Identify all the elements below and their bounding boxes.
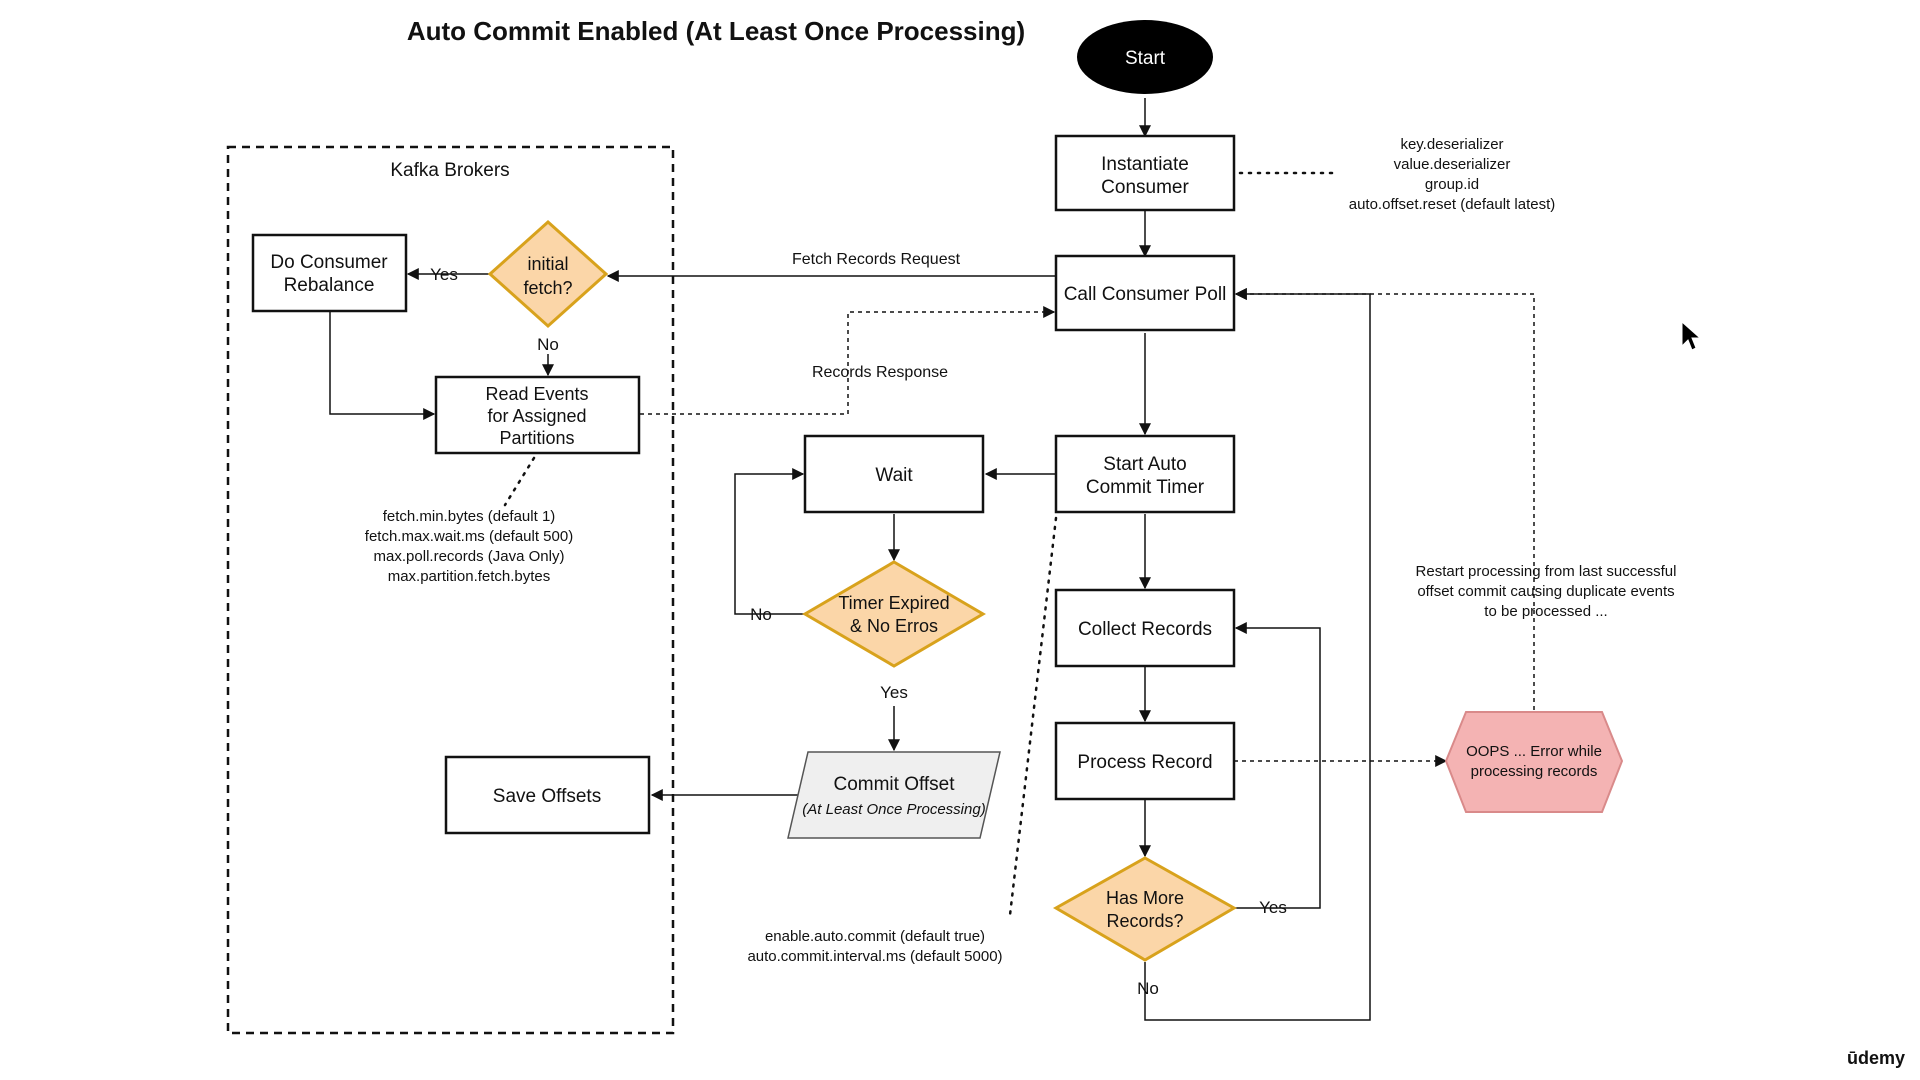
- timer-no-label: No: [750, 605, 772, 624]
- initial-fetch-yes-label: Yes: [430, 265, 458, 284]
- save-offsets-label: Save Offsets: [493, 786, 601, 807]
- start-auto-commit-timer-node: [1054, 434, 1236, 514]
- commit-offset-node: [787, 751, 1001, 839]
- consumer-config-line-3: group.id: [1425, 176, 1479, 193]
- has-more-records-decision: [1052, 856, 1238, 962]
- consumer-config-line-1: key.deserializer: [1400, 136, 1503, 153]
- has-more-label-1: Has More: [1106, 888, 1184, 908]
- fetch-records-request-label: Fetch Records Request: [792, 251, 961, 268]
- consumer-config-note: key.deserializer value.deserializer grou…: [1349, 136, 1556, 213]
- edge-error-restart: [1234, 288, 1535, 710]
- error-label-2: processing records: [1471, 763, 1598, 780]
- fetch-config-line-3: max.poll.records (Java Only): [374, 548, 565, 565]
- initial-fetch-label-2: fetch?: [523, 278, 572, 298]
- rebalance-label-1: Do Consumer: [270, 252, 388, 273]
- read-events-node: [434, 375, 641, 455]
- wait-node: [803, 434, 985, 514]
- edge-expired-no: [734, 468, 805, 615]
- commit-config-line-1: enable.auto.commit (default true): [765, 928, 985, 945]
- kafka-brokers-label: Kafka Brokers: [390, 160, 509, 181]
- start-timer-label-2: Commit Timer: [1086, 477, 1205, 498]
- commit-offset-label: Commit Offset: [833, 774, 955, 795]
- instantiate-consumer-node: [1054, 134, 1236, 212]
- start-node: [1077, 20, 1213, 94]
- diagram-title: Auto Commit Enabled (At Least Once Proce…: [407, 16, 1025, 46]
- restart-line-2: offset commit causing duplicate events: [1417, 583, 1674, 600]
- edge-rebalance-read: [329, 312, 436, 420]
- initial-fetch-no-label: No: [537, 335, 559, 354]
- commit-config-note: enable.auto.commit (default true) auto.c…: [747, 928, 1002, 965]
- rebalance-label-2: Rebalance: [284, 275, 375, 296]
- instantiate-consumer-label-2: Consumer: [1101, 177, 1189, 198]
- process-record-label: Process Record: [1077, 752, 1212, 773]
- initial-fetch-label-1: initial: [527, 254, 568, 274]
- call-consumer-poll-node: [1054, 254, 1236, 332]
- process-record-node: [1054, 721, 1236, 801]
- edge-records-response: [640, 306, 1056, 415]
- mouse-cursor-icon: [1681, 320, 1702, 351]
- fetch-config-note: fetch.min.bytes (default 1) fetch.max.wa…: [365, 508, 573, 585]
- processing-error-node: [1444, 711, 1624, 813]
- has-more-no-label: No: [1137, 979, 1159, 998]
- fetch-config-line-4: max.partition.fetch.bytes: [388, 568, 551, 585]
- edge-hasmore-yes: [1234, 622, 1321, 909]
- call-consumer-poll-label: Call Consumer Poll: [1064, 284, 1227, 305]
- records-response-label: Records Response: [812, 364, 948, 381]
- read-events-label-1: Read Events: [485, 384, 588, 404]
- collect-records-node: [1054, 588, 1236, 668]
- fetch-config-line-1: fetch.min.bytes (default 1): [383, 508, 556, 525]
- instantiate-consumer-label-1: Instantiate: [1101, 154, 1189, 175]
- restart-line-3: to be processed ...: [1484, 603, 1607, 620]
- commit-config-line-2: auto.commit.interval.ms (default 5000): [747, 948, 1002, 965]
- error-label-1: OOPS ... Error while: [1466, 743, 1602, 760]
- has-more-label-2: Records?: [1106, 911, 1183, 931]
- edge-fetch-config-note: [503, 456, 536, 507]
- save-offsets-node: [444, 755, 651, 835]
- read-events-label-3: Partitions: [499, 428, 574, 448]
- commit-offset-sublabel: (At Least Once Processing): [802, 801, 985, 818]
- restart-line-1: Restart processing from last successful: [1416, 563, 1677, 580]
- timer-yes-label: Yes: [880, 683, 908, 702]
- timer-expired-decision: [802, 560, 986, 668]
- wait-label: Wait: [875, 465, 913, 486]
- udemy-watermark: ūdemy: [1847, 1048, 1905, 1068]
- consumer-config-line-4: auto.offset.reset (default latest): [1349, 196, 1556, 213]
- consumer-config-line-2: value.deserializer: [1394, 156, 1511, 173]
- kafka-brokers-group: [226, 145, 675, 1035]
- timer-expired-label-1: Timer Expired: [838, 593, 949, 613]
- start-label: Start: [1125, 48, 1166, 69]
- start-timer-label-1: Start Auto: [1103, 454, 1186, 475]
- do-consumer-rebalance-node: [251, 233, 408, 313]
- timer-expired-label-2: & No Erros: [850, 616, 938, 636]
- fetch-config-line-2: fetch.max.wait.ms (default 500): [365, 528, 573, 545]
- restart-note: Restart processing from last successful …: [1416, 563, 1677, 620]
- edge-commit-config-note: [1008, 516, 1058, 917]
- has-more-yes-label: Yes: [1259, 898, 1287, 917]
- collect-records-label: Collect Records: [1078, 619, 1212, 640]
- read-events-label-2: for Assigned: [487, 406, 586, 426]
- initial-fetch-decision: [487, 219, 609, 329]
